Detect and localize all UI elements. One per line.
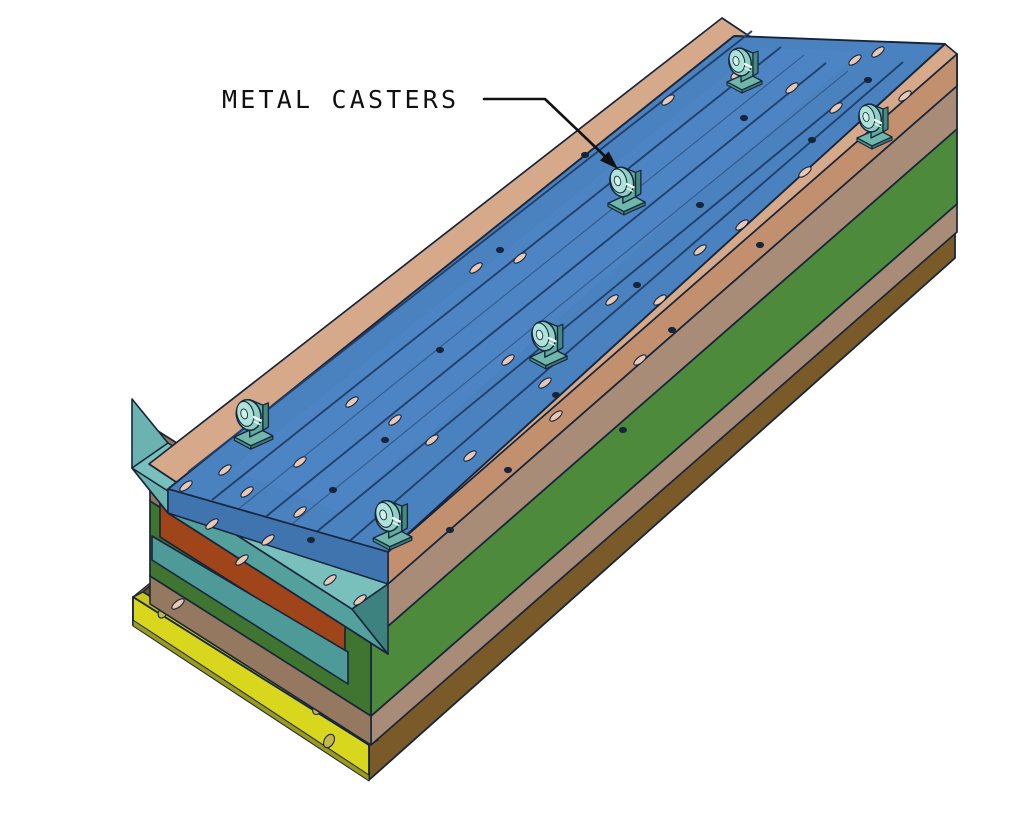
caster-1: [724, 44, 764, 95]
screw-dot: [633, 281, 641, 289]
pocket-hole: [871, 46, 885, 58]
pocket-hole: [538, 377, 552, 389]
pocket-hole: [898, 90, 912, 102]
pocket-hole: [785, 82, 799, 94]
screw-dot: [740, 114, 748, 122]
leader-line: [482, 97, 614, 165]
pocket-hole: [469, 262, 483, 274]
pocket-hole: [829, 102, 843, 114]
pocket-hole: [235, 554, 249, 566]
screw-dot: [552, 391, 560, 399]
screw-dot: [756, 241, 764, 249]
pocket-hole: [261, 534, 275, 546]
screw-dot: [504, 466, 512, 474]
screw-dot: [668, 326, 676, 334]
pocket-hole: [501, 354, 515, 366]
screw-dot: [381, 436, 389, 444]
pocket-hole: [388, 414, 402, 426]
pocket-hole: [513, 252, 527, 264]
pocket-hole: [463, 450, 477, 462]
leader-arrowhead: [600, 151, 619, 170]
screw-dot: [808, 136, 816, 144]
pocket-hole: [735, 219, 749, 231]
screw-dot: [581, 151, 589, 159]
blue-top-deck: [167, 30, 946, 585]
pocket-hole: [848, 54, 862, 66]
screw-dot: [436, 346, 444, 354]
caster-4: [527, 317, 569, 371]
pocket-hole: [205, 518, 219, 530]
pocket-hole: [653, 294, 667, 306]
screw-dot: [496, 246, 504, 254]
pocket-hole: [345, 396, 359, 408]
pocket-hole: [293, 456, 307, 468]
screw-dot: [307, 536, 315, 544]
caster-5: [231, 395, 275, 451]
pocket-hole: [218, 464, 232, 476]
pocket-hole: [798, 166, 812, 178]
pocket-hole: [353, 594, 367, 606]
pocket-hole: [605, 294, 619, 306]
pocket-hole: [293, 506, 307, 518]
screw-dot: [619, 426, 627, 434]
callout-label-metal-casters: METAL CASTERS: [222, 85, 459, 114]
screw-dot: [329, 486, 337, 494]
pocket-hole: [171, 598, 185, 610]
pocket-hole: [179, 480, 193, 492]
pocket-hole: [549, 410, 563, 422]
screw-dot: [864, 76, 872, 84]
pocket-hole: [322, 733, 336, 749]
callout-metal-casters: METAL CASTERS: [222, 85, 619, 170]
pocket-hole: [425, 434, 439, 446]
screw-dot: [696, 201, 704, 209]
pocket-hole: [323, 574, 337, 586]
pocket-hole: [240, 486, 254, 498]
caster-6: [370, 496, 414, 552]
pocket-hole: [661, 94, 675, 106]
screw-dot: [446, 526, 454, 534]
caster-2: [854, 100, 894, 151]
pocket-hole: [633, 354, 647, 366]
pocket-hole: [693, 244, 707, 256]
deck-fastener-marks: [171, 46, 912, 610]
caster-3: [605, 163, 647, 217]
deck-plank-lines: [187, 30, 904, 546]
